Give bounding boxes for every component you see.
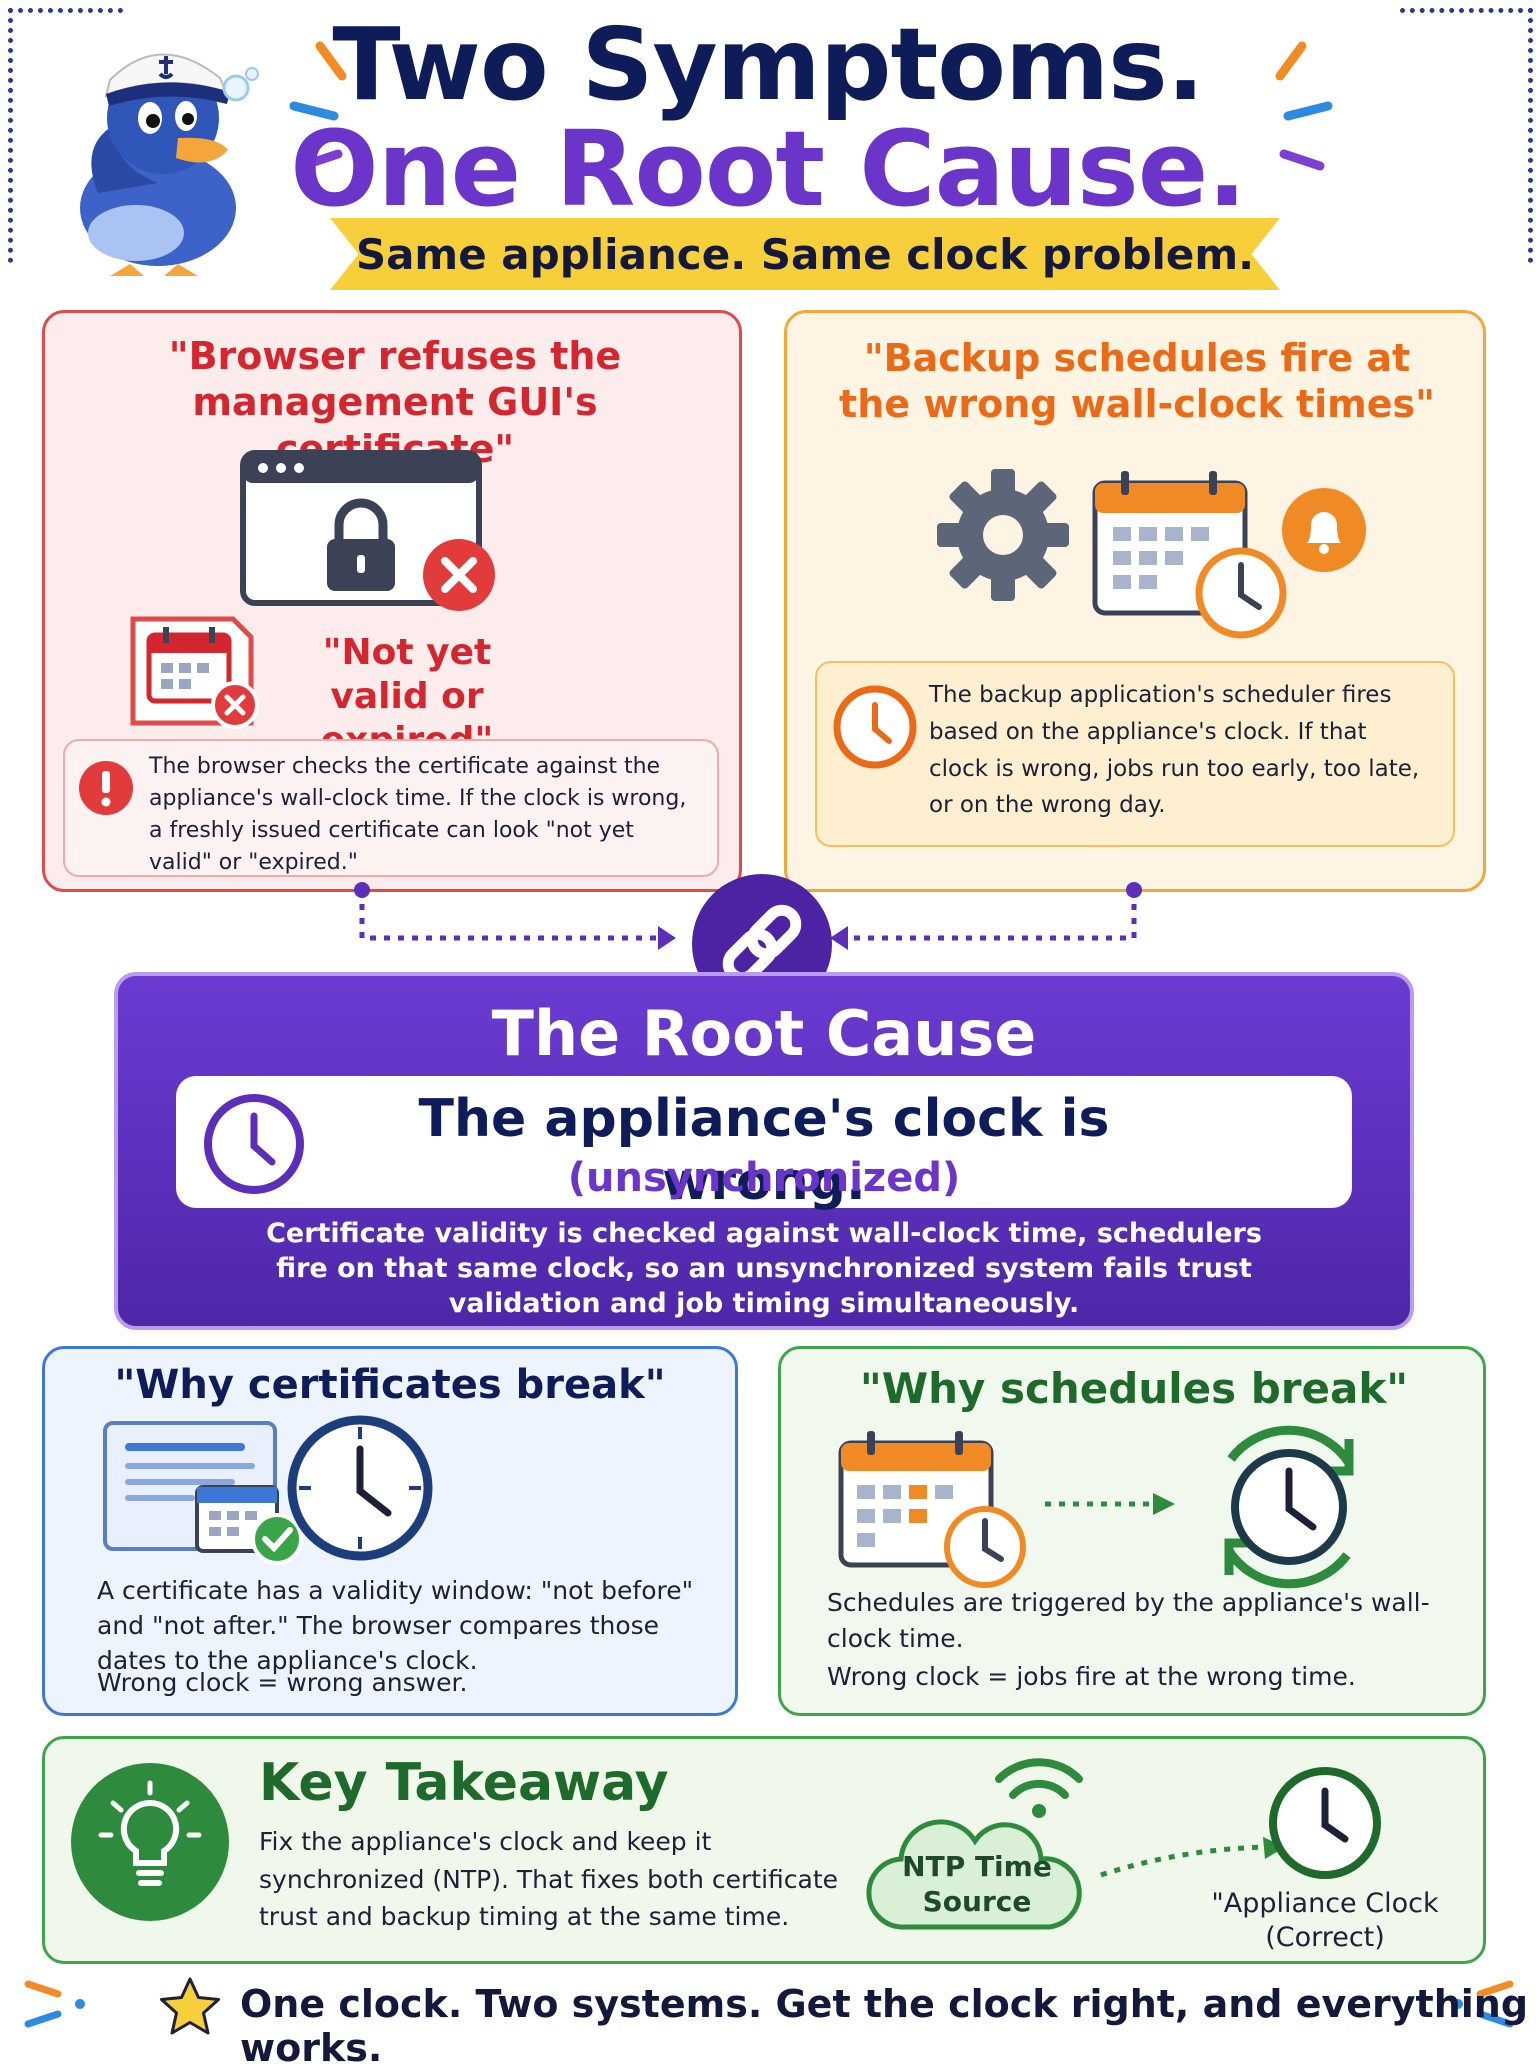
why-certs-body: A certificate has a validity window: "no… — [97, 1576, 694, 1675]
root-cause-statement-box: The appliance's clock is wrong. (unsynch… — [176, 1076, 1352, 1212]
sparkle-left-icon — [289, 41, 347, 171]
why-schedules-tagline: Wrong clock = jobs fire at the wrong tim… — [827, 1662, 1356, 1691]
sync-clock-icon — [1224, 1425, 1354, 1589]
why-schedules-title: "Why schedules break" — [859, 1364, 1409, 1413]
error-x-icon — [423, 539, 495, 611]
bell-icon — [1282, 488, 1366, 572]
root-cause-heading: The Root Cause — [491, 997, 1037, 1070]
why-certs-tagline: Wrong clock = wrong answer. — [97, 1668, 468, 1697]
document-icon — [103, 1421, 303, 1565]
symptom-cert-note: The browser checks the certificate again… — [63, 739, 719, 877]
symptom-backup-note: The backup application's scheduler fires… — [815, 661, 1455, 847]
key-takeaway-panel: Key Takeaway Fix the appliance's clock a… — [42, 1736, 1486, 1964]
takeaway-title: Key Takeaway — [259, 1753, 669, 1813]
symptom-cert-title: "Browser refuses the management GUI's ce… — [168, 334, 622, 471]
title-line-1: Two Symptoms. — [332, 6, 1204, 123]
calendar-clock-icon — [838, 1431, 1026, 1588]
why-schedules-panel: "Why schedules break" Schedules are trig… — [778, 1346, 1486, 1716]
title-line-2: One Root Cause. — [290, 108, 1247, 230]
root-cause-qualifier: (unsynchronized) — [567, 1155, 961, 1201]
wall-clock-icon — [287, 1415, 433, 1561]
corner-dots-right — [1400, 8, 1533, 263]
wifi-icon — [995, 1758, 1083, 1818]
gear-icon — [937, 469, 1069, 601]
symptom-backup-panel: "Backup schedules fire at the wrong wall… — [784, 310, 1486, 892]
symptom-cert-note-text: The browser checks the certificate again… — [149, 754, 687, 875]
root-cause-explanation: Certificate validity is checked against … — [266, 1218, 1262, 1320]
symptom-cert-panel: "Browser refuses the management GUI's ce… — [42, 310, 742, 892]
calendar-error-icon — [130, 616, 259, 729]
lightbulb-icon — [71, 1763, 229, 1921]
browser-window-icon — [240, 450, 495, 611]
star-icon — [160, 1977, 220, 2035]
footer-text: One clock. Two systems. Get the clock ri… — [240, 1982, 1529, 2070]
root-cause-statement: The appliance's clock is wrong. — [418, 1089, 1110, 1213]
subtitle-banner: Same appliance. Same clock problem. — [330, 218, 1280, 290]
dotted-arrow — [1100, 1837, 1285, 1878]
why-certs-panel: "Why certificates break" A certificate h… — [42, 1346, 738, 1716]
check-icon — [251, 1513, 303, 1565]
sparkle-right-icon — [1275, 41, 1333, 171]
clock-icon — [204, 1094, 304, 1194]
connector-arrows — [354, 882, 1142, 950]
ntp-label: NTP Time Source — [902, 1850, 1052, 1918]
dotted-arrow — [1045, 1493, 1175, 1515]
why-certs-title: "Why certificates break" — [114, 1362, 666, 1408]
duck-mascot-icon — [80, 53, 259, 276]
symptom-backup-note-text: The backup application's scheduler fires… — [929, 682, 1420, 819]
takeaway-body: Fix the appliance's clock and keep it sy… — [259, 1827, 839, 1931]
clock-icon — [1269, 1767, 1381, 1879]
clock-icon — [833, 685, 917, 769]
sparkle-right-icon — [1453, 1980, 1514, 2028]
why-schedules-body: Schedules are triggered by the appliance… — [827, 1588, 1430, 1654]
calendar-clock-icon — [1092, 471, 1287, 639]
padlock-icon — [327, 498, 395, 591]
sparkle-left-icon — [24, 1980, 85, 2028]
symptom-backup-title: "Backup schedules fire at the wrong wall… — [839, 336, 1435, 427]
alert-icon — [79, 761, 133, 815]
appliance-clock-label: "Appliance Clock (Correct) — [1211, 1888, 1439, 1953]
corner-dots-left — [8, 8, 123, 263]
cloud-icon: NTP Time Source — [865, 1815, 1089, 1935]
root-cause-panel: The Root Cause The appliance's clock is … — [114, 972, 1414, 1330]
